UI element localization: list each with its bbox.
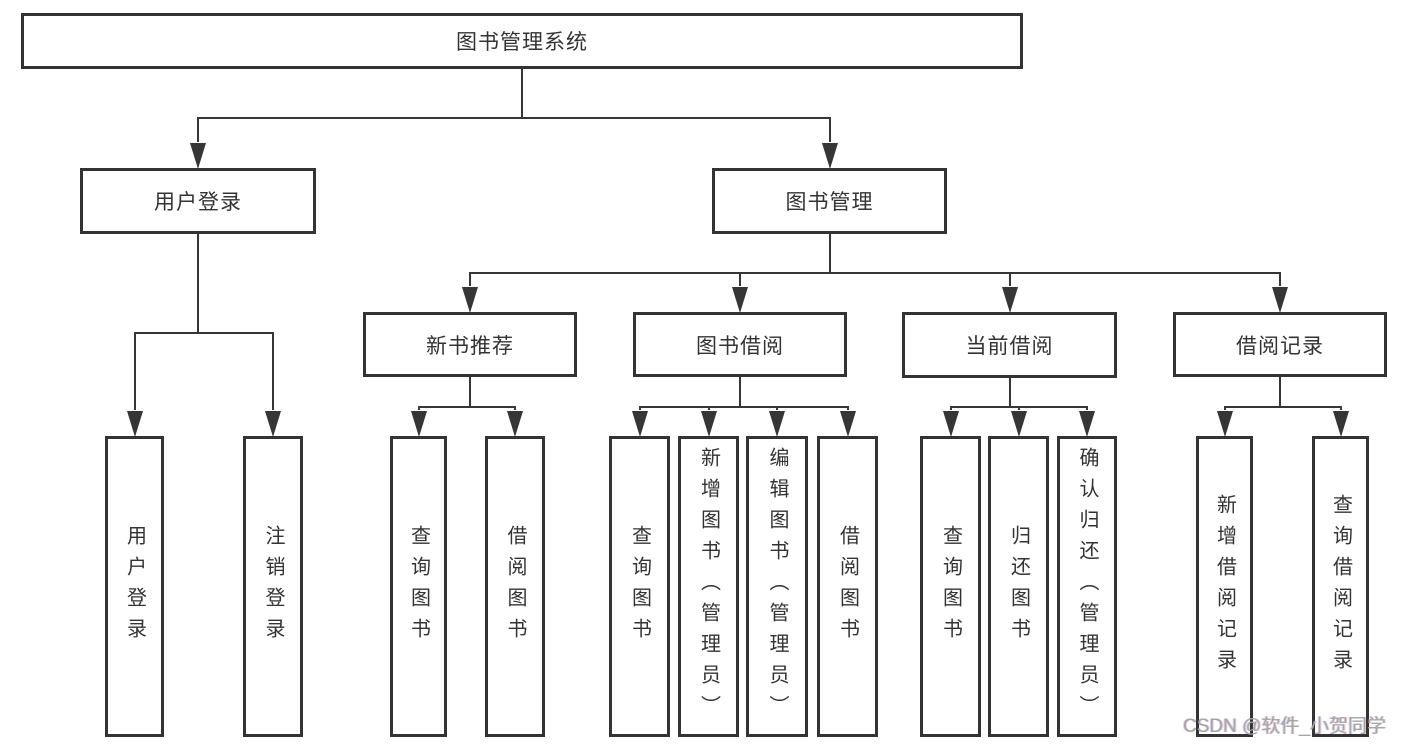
arrow-down-icon <box>1333 411 1349 437</box>
node-leaf-borrow-book-1: 借阅图书 <box>485 436 545 737</box>
node-book-mgmt: 图书管理 <box>712 168 947 234</box>
arrow-down-icon <box>732 287 748 313</box>
arrow-down-icon <box>507 411 523 437</box>
node-leaf-add-borrow-record: 新增借阅记录 <box>1196 436 1253 737</box>
arrow-down-icon <box>769 411 785 437</box>
connector-line <box>1009 378 1011 407</box>
node-label-book-mgmt: 图书管理 <box>785 191 874 214</box>
connector-line <box>1086 407 1088 410</box>
node-leaf-query-borrow-record: 查询借阅记录 <box>1312 436 1369 737</box>
arrow-down-icon <box>1002 287 1018 313</box>
node-borrow-records: 借阅记录 <box>1173 312 1387 377</box>
arrow-down-icon <box>411 411 427 437</box>
node-label-leaf-user-login: 用户登录 <box>123 524 146 649</box>
node-user-login: 用户登录 <box>80 168 316 234</box>
node-label-leaf-borrow-book-1: 借阅图书 <box>504 524 526 649</box>
connector-line <box>418 406 516 408</box>
node-leaf-query-book-1: 查询图书 <box>390 436 447 737</box>
connector-line <box>197 118 199 142</box>
node-label-leaf-return-book: 归还图书 <box>1007 524 1030 649</box>
node-leaf-query-book-2: 查询图书 <box>609 436 670 737</box>
node-label-leaf-logout: 注销登录 <box>262 524 284 649</box>
connector-line <box>1018 407 1020 410</box>
connector-line <box>134 333 136 410</box>
connector-line <box>1340 407 1342 410</box>
connector-line <box>639 407 641 410</box>
csdn-watermark: CSDN @软件_小贺同学 <box>1183 716 1386 737</box>
node-label-leaf-add-book: 新增图书（管理员） <box>697 447 720 726</box>
arrow-down-icon <box>632 411 648 437</box>
node-label-leaf-borrow-book-2: 借阅图书 <box>836 524 859 649</box>
node-label-borrow-records: 借阅记录 <box>1236 334 1324 358</box>
node-label-book-borrow: 图书借阅 <box>696 334 784 358</box>
connector-line <box>197 234 199 333</box>
arrow-down-icon <box>1079 411 1095 437</box>
arrow-down-icon <box>190 143 206 169</box>
connector-line <box>1279 273 1281 286</box>
node-leaf-add-book: 新增图书（管理员） <box>678 436 739 737</box>
node-leaf-confirm-return: 确认归还（管理员） <box>1057 436 1117 737</box>
connector-line <box>739 377 741 407</box>
connector-line <box>829 118 831 142</box>
arrow-down-icon <box>822 143 838 169</box>
node-leaf-logout: 注销登录 <box>243 436 303 737</box>
connector-line <box>1224 406 1342 408</box>
connector-line <box>469 272 1281 274</box>
connector-line <box>639 406 849 408</box>
connector-line <box>469 273 471 286</box>
arrow-down-icon <box>462 287 478 313</box>
connector-line <box>272 333 274 410</box>
connector-line <box>469 377 471 407</box>
node-label-leaf-confirm-return: 确认归还（管理员） <box>1076 447 1098 726</box>
arrow-down-icon <box>840 411 856 437</box>
arrow-down-icon <box>1011 411 1027 437</box>
node-label-leaf-query-book-1: 查询图书 <box>407 524 430 649</box>
node-book-borrow: 图书借阅 <box>633 312 847 377</box>
node-label-new-book-rec: 新书推荐 <box>426 334 514 358</box>
arrow-down-icon <box>265 411 281 437</box>
node-label-leaf-edit-book: 编辑图书（管理员） <box>766 447 788 726</box>
node-leaf-user-login: 用户登录 <box>105 436 164 737</box>
node-label-leaf-query-borrow-record: 查询借阅记录 <box>1329 493 1352 680</box>
arrow-down-icon <box>1272 287 1288 313</box>
connector-line <box>1009 273 1011 286</box>
node-leaf-borrow-book-2: 借阅图书 <box>817 436 878 737</box>
node-label-leaf-query-book-2: 查询图书 <box>628 524 651 649</box>
node-new-book-rec: 新书推荐 <box>363 312 577 377</box>
connector-line <box>708 407 710 410</box>
node-label-leaf-query-book-3: 查询图书 <box>939 524 962 649</box>
node-label-user-login: 用户登录 <box>154 191 242 214</box>
connector-line <box>847 407 849 410</box>
node-label-root: 图书管理系统 <box>456 31 588 54</box>
connector-line <box>739 273 741 286</box>
connector-line <box>776 407 778 410</box>
connector-line <box>1279 377 1281 407</box>
arrow-down-icon <box>943 411 959 437</box>
connector-line <box>197 117 831 119</box>
connector-line <box>418 407 420 410</box>
connector-line <box>514 407 516 410</box>
connector-line <box>829 234 831 273</box>
node-leaf-edit-book: 编辑图书（管理员） <box>746 436 808 737</box>
node-leaf-query-book-3: 查询图书 <box>920 436 981 737</box>
node-root: 图书管理系统 <box>21 13 1023 69</box>
connector-line <box>950 407 952 410</box>
node-leaf-return-book: 归还图书 <box>988 436 1049 737</box>
node-label-current-borrow: 当前借阅 <box>965 335 1054 358</box>
connector-line <box>134 332 274 334</box>
arrow-down-icon <box>127 411 143 437</box>
node-current-borrow: 当前借阅 <box>902 312 1117 378</box>
connector-line <box>1224 407 1226 410</box>
arrow-down-icon <box>1217 411 1233 437</box>
arrow-down-icon <box>701 411 717 437</box>
connector-line <box>521 69 523 118</box>
node-label-leaf-add-borrow-record: 新增借阅记录 <box>1213 493 1236 680</box>
